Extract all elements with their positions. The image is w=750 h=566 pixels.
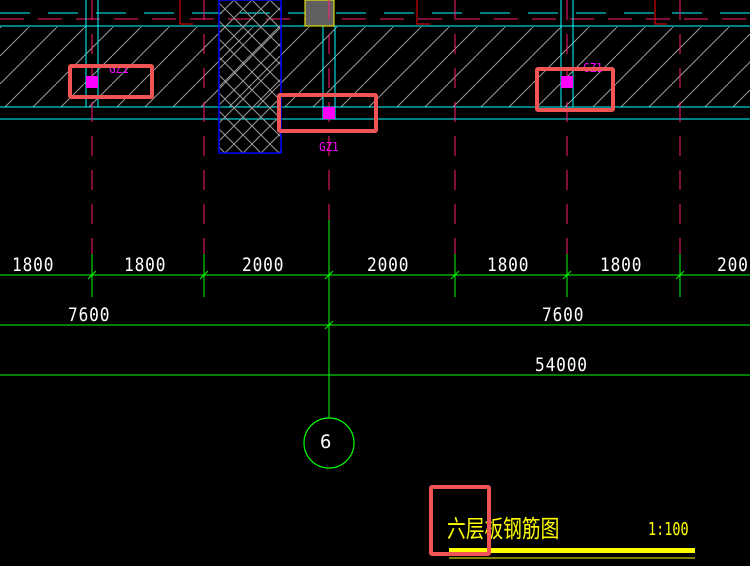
drawing-title: 六层板钢筋图 — [447, 515, 560, 543]
title-underline — [449, 548, 695, 559]
dimension-total-text: 7600 — [68, 304, 111, 326]
axis-bubble-label: 6 — [320, 431, 332, 453]
wall-lines — [0, 0, 750, 120]
dimension-text: 1800 — [12, 254, 55, 276]
dimension-text: 200 — [717, 254, 749, 276]
dimension-text: 2000 — [242, 254, 285, 276]
dimension-text: 1800 — [600, 254, 643, 276]
drawing-scale: 1:100 — [648, 519, 689, 540]
highlight-box-title — [429, 485, 491, 556]
highlight-box-column-1 — [68, 64, 154, 99]
axis-bubble-circle — [303, 417, 355, 469]
dimension-text: 2000 — [367, 254, 410, 276]
dimension-lines — [0, 220, 750, 418]
top-dashed-lines — [0, 12, 750, 20]
columns — [86, 76, 573, 119]
highlight-box-column-3 — [535, 67, 615, 112]
opening-cross-hatch — [218, 0, 282, 154]
column-label-gz1: GZ1 — [319, 140, 339, 154]
highlight-box-column-2 — [277, 93, 378, 133]
gray-column-block — [304, 0, 335, 27]
dimension-text: 1800 — [124, 254, 167, 276]
dimension-total-text: 7600 — [542, 304, 585, 326]
dimension-overall-text: 54000 — [535, 354, 588, 376]
dimension-text: 1800 — [487, 254, 530, 276]
red-marks — [179, 0, 667, 25]
